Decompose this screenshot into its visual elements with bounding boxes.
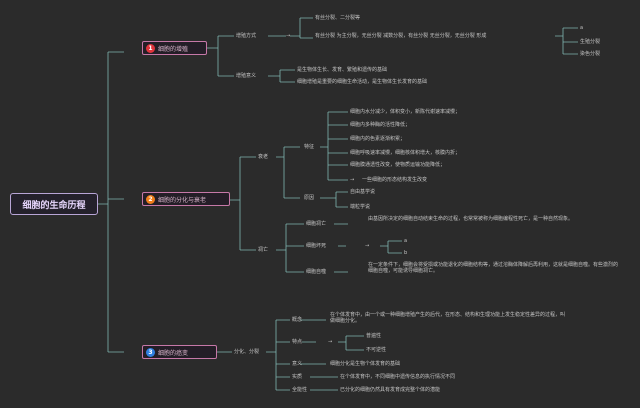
topic-label[interactable]: 意义 (292, 361, 303, 367)
topic-text[interactable]: 细胞内水分减少，体积变小，新陈代谢速率减慢； (350, 109, 461, 115)
topic-label[interactable]: 特征 (304, 144, 315, 150)
topic-text[interactable]: a (580, 25, 584, 31)
topic-text[interactable]: a (404, 238, 408, 244)
topic-label[interactable]: 凋亡 (258, 247, 269, 253)
branch-label: 细胞的增殖 (158, 45, 189, 53)
branch-number-badge: 1 (146, 43, 155, 53)
topic-text[interactable]: 有丝分裂 为主分裂，无丝分裂 减数分裂，有丝分裂 无丝分裂，无丝分裂 形成 (315, 33, 487, 39)
topic-text[interactable]: 有丝分裂、二分裂等 (315, 15, 361, 21)
topic-label[interactable]: 衰老 (258, 154, 269, 160)
branch-label: 细胞的分化与衰老 (158, 196, 207, 204)
topic-text[interactable]: 由基因所决定的细胞自动结束生命的过程，也常常被称为细胞编程性死亡，是一种自然现象… (368, 216, 574, 222)
topic-label[interactable]: 细胞坏死 (306, 243, 327, 249)
topic-text[interactable]: 细胞膜通透性改变，使物质运输功能降低； (350, 162, 446, 168)
topic-text[interactable]: 细胞内多种酶的活性降低； (350, 122, 411, 128)
topic-label[interactable]: 增殖方式 (236, 33, 257, 39)
arrow-marker: → (286, 33, 291, 39)
topic-label[interactable]: 特点 (292, 339, 303, 345)
topic-text[interactable]: 是生物体生长、发育、繁殖和遗传的基础 (297, 67, 388, 73)
topic-label[interactable]: 概念 (292, 317, 303, 323)
topic-label[interactable]: 分化、分裂 (234, 349, 260, 355)
topic-text[interactable]: 在个体发育中，由一个或一种细胞增殖产生的后代，在形态、结构和生理功能上发生稳定性… (330, 312, 566, 324)
root-node[interactable]: 细胞的生命历程 (10, 193, 98, 215)
branch-number-badge: 2 (146, 194, 155, 204)
arrow-marker: → (350, 177, 355, 183)
topic-label[interactable]: 实质 (292, 374, 303, 380)
topic-text[interactable]: 在一定条件下，细胞会将受损或功能退化的细胞结构等，通过溶酶体降解后再利用，这就是… (368, 262, 619, 274)
topic-text[interactable]: 自由基学说 (350, 189, 376, 195)
topic-label[interactable]: 细胞自噬 (306, 269, 327, 275)
topic-text[interactable]: 不可逆性 (366, 347, 387, 353)
topic-text[interactable]: 已分化的细胞仍然具有发育成完整个体的潜能 (340, 387, 441, 393)
topic-text[interactable]: 染色分裂 (580, 51, 601, 57)
topic-text[interactable]: 普遍性 (366, 333, 382, 339)
topic-label[interactable]: 全能性 (292, 387, 308, 393)
topic-text[interactable]: 端粒学说 (350, 204, 371, 210)
topic-label[interactable]: 增殖意义 (236, 73, 257, 79)
topic-text[interactable]: 一些细胞的形态结构发生改变 (362, 177, 428, 183)
topic-label[interactable]: 细胞凋亡 (306, 221, 327, 227)
arrow-marker: → (365, 243, 370, 249)
branch-node-1[interactable]: 1 细胞的增殖 (142, 41, 207, 55)
topic-label[interactable]: 原因 (304, 195, 315, 201)
topic-text[interactable]: b (404, 250, 408, 256)
branch-node-3[interactable]: 3 细胞的癌变 (142, 345, 217, 359)
topic-text[interactable]: 生殖分裂 (580, 39, 601, 45)
topic-text[interactable]: 细胞增殖是重要的细胞生命活动，是生物体生长发育的基础 (297, 79, 428, 85)
topic-text[interactable]: 在个体发育中，不同细胞中遗传信息的执行情况不同 (340, 374, 456, 380)
topic-text[interactable]: 细胞分化是生物个体发育的基础 (330, 361, 401, 367)
branch-label: 细胞的癌变 (158, 349, 189, 357)
topic-text[interactable]: 细胞内的色素逐渐积累； (350, 136, 406, 142)
arrow-marker: → (328, 339, 333, 345)
branch-number-badge: 3 (146, 347, 155, 357)
topic-text[interactable]: 细胞呼吸速率减慢，细胞核体积增大，核膜内折； (350, 150, 461, 156)
branch-node-2[interactable]: 2 细胞的分化与衰老 (142, 192, 230, 206)
